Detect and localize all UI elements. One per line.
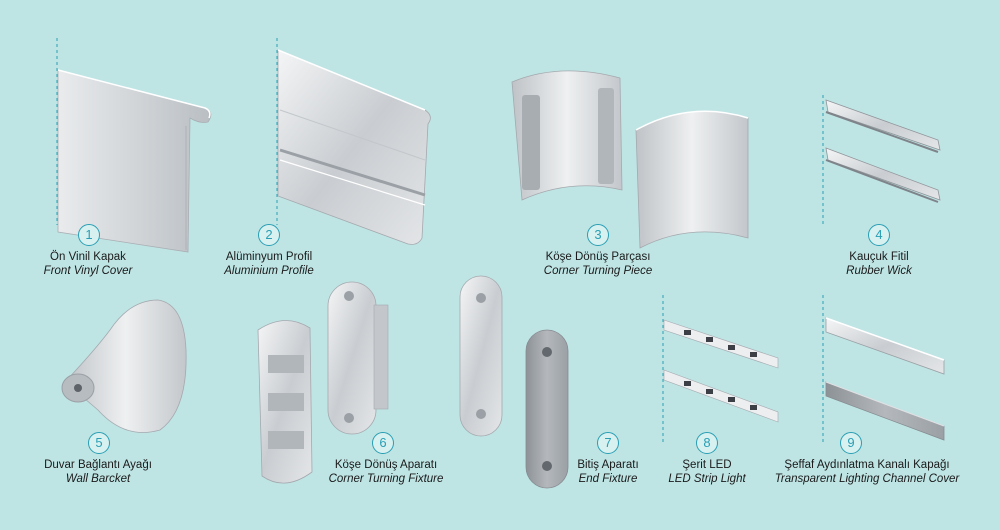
caption-5-en: Wall Barcket: [65, 473, 131, 485]
caption-6-en: Corner Turning Fixture: [328, 473, 444, 485]
caption-5: Duvar Bağlantı Ayağı Wall Barcket: [44, 458, 152, 486]
wall-bracket-image: [61, 299, 187, 433]
caption-2-tr: Alüminyum Profil: [225, 251, 313, 263]
rubber-wick-image: [825, 99, 941, 203]
caption-3-en: Corner Turning Piece: [543, 265, 653, 277]
caption-3: Köşe Dönüş Parçası Corner Turning Piece: [544, 250, 652, 278]
caption-1: Ön Vinil Kapak Front Vinyl Cover: [44, 250, 133, 278]
caption-4: Kauçuk Fitil Rubber Wick: [846, 250, 912, 278]
badge-7: 7: [597, 432, 619, 454]
caption-7: Bitiş Aparatı End Fixture: [577, 458, 638, 486]
caption-4-en: Rubber Wick: [846, 265, 912, 277]
badge-2: 2: [258, 224, 280, 246]
caption-2-en: Aluminium Profile: [224, 265, 314, 277]
caption-9-en: Transparent Lighting Channel Cover: [774, 473, 960, 485]
caption-1-en: Front Vinyl Cover: [43, 265, 133, 277]
badge-1: 1: [78, 224, 100, 246]
caption-6: Köşe Dönüş Aparatı Corner Turning Fixtur…: [329, 458, 444, 486]
caption-6-tr: Köşe Dönüş Aparatı: [334, 459, 438, 471]
caption-7-en: End Fixture: [578, 473, 638, 485]
corner-turning-fixture-image: [257, 281, 389, 484]
badge-4: 4: [868, 224, 890, 246]
caption-4-tr: Kauçuk Fitil: [849, 251, 909, 263]
caption-3-tr: Köşe Dönüş Parçası: [545, 251, 651, 263]
aluminium-profile-image: [277, 49, 431, 245]
front-vinyl-cover-image: [57, 69, 212, 253]
caption-2: Alüminyum Profil Aluminium Profile: [224, 250, 313, 278]
caption-9-tr: Şeffaf Aydınlatma Kanalı Kapağı: [784, 459, 950, 471]
badge-6: 6: [372, 432, 394, 454]
badge-5: 5: [88, 432, 110, 454]
caption-8: Şerit LED LED Strip Light: [668, 458, 745, 486]
badge-8: 8: [696, 432, 718, 454]
corner-turning-piece-image: [511, 70, 749, 249]
lighting-channel-cover-image: [825, 317, 945, 441]
guide-lines: [56, 38, 824, 445]
badge-9: 9: [840, 432, 862, 454]
caption-1-tr: Ön Vinil Kapak: [50, 251, 126, 263]
led-strip-image: [663, 319, 779, 423]
caption-5-tr: Duvar Bağlantı Ayağı: [44, 459, 152, 471]
end-fixture-image: [459, 275, 569, 489]
badge-3: 3: [587, 224, 609, 246]
caption-8-en: LED Strip Light: [668, 473, 746, 485]
caption-9: Şeffaf Aydınlatma Kanalı Kapağı Transpar…: [775, 458, 960, 486]
caption-7-tr: Bitiş Aparatı: [577, 459, 639, 471]
caption-8-tr: Şerit LED: [682, 459, 732, 471]
